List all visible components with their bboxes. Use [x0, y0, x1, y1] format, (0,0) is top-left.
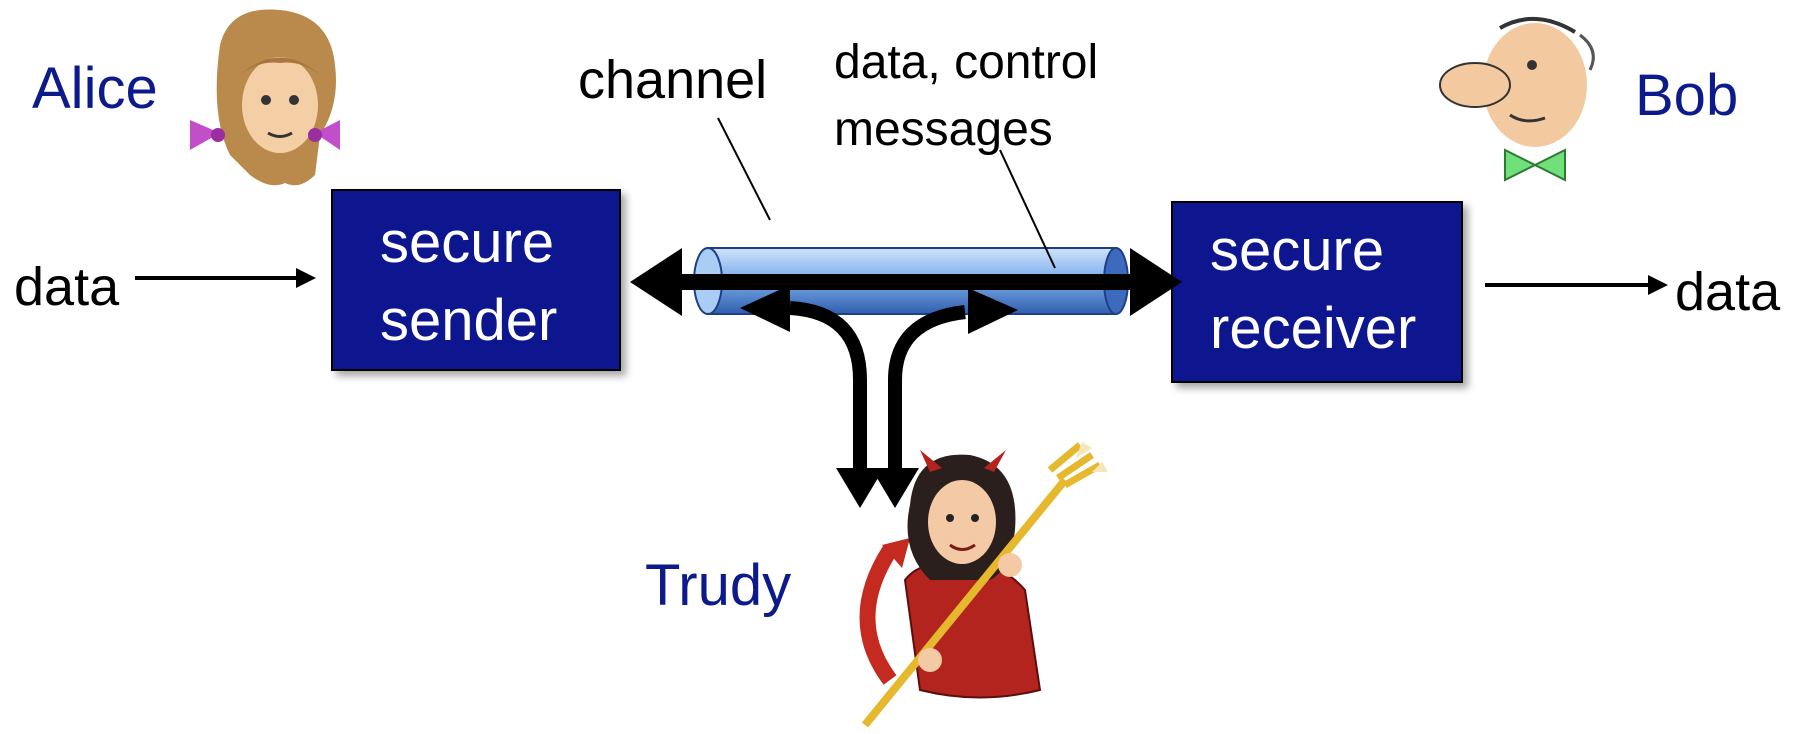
messages-line2: messages	[834, 103, 1053, 156]
receiver-line1: secure	[1210, 218, 1384, 283]
secure-receiver-box: secure receiver	[1171, 201, 1463, 383]
messages-leader-line	[999, 149, 1056, 269]
bob-label: Bob	[1635, 63, 1738, 128]
intercept-arrowheads	[740, 285, 1018, 508]
messages-line1: data, control	[834, 36, 1098, 89]
receiver-line2: receiver	[1210, 296, 1416, 361]
trudy-label: Trudy	[645, 553, 791, 618]
sender-line1: secure	[380, 210, 554, 275]
sender-line2: sender	[380, 288, 557, 353]
secure-sender-box: secure sender	[331, 189, 621, 371]
data-left-label: data	[14, 257, 120, 317]
channel-label: channel	[578, 50, 767, 110]
trudy-icon	[859, 442, 1108, 728]
data-out-arrow	[1485, 275, 1668, 295]
bidirectional-arrow	[630, 248, 1182, 316]
alice-label: Alice	[32, 56, 158, 121]
intercept-arrows	[789, 301, 966, 475]
channel-leader-line	[717, 117, 771, 221]
data-in-arrow	[135, 268, 316, 288]
alice-icon	[190, 9, 340, 186]
bob-icon	[1439, 17, 1595, 182]
data-right-label: data	[1675, 262, 1781, 322]
